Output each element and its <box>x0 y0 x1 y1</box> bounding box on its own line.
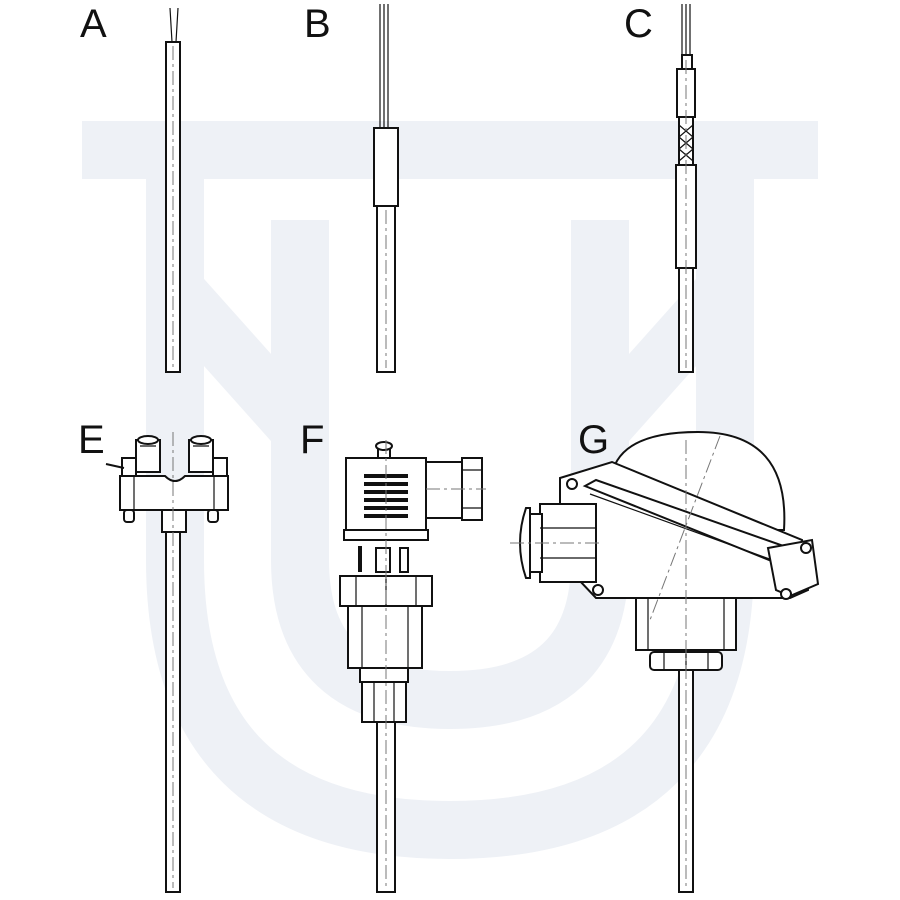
label-f: F <box>300 418 325 462</box>
probe-f <box>339 440 486 893</box>
probe-b <box>373 4 399 373</box>
label-b: B <box>304 2 331 46</box>
label-e: E <box>78 418 105 462</box>
probe-a <box>165 7 181 373</box>
label-g: G <box>578 418 610 462</box>
label-a: A <box>80 2 107 46</box>
label-c: C <box>624 2 653 46</box>
probe-c <box>675 4 697 373</box>
probe-e <box>105 432 229 893</box>
probe-g <box>510 430 820 893</box>
